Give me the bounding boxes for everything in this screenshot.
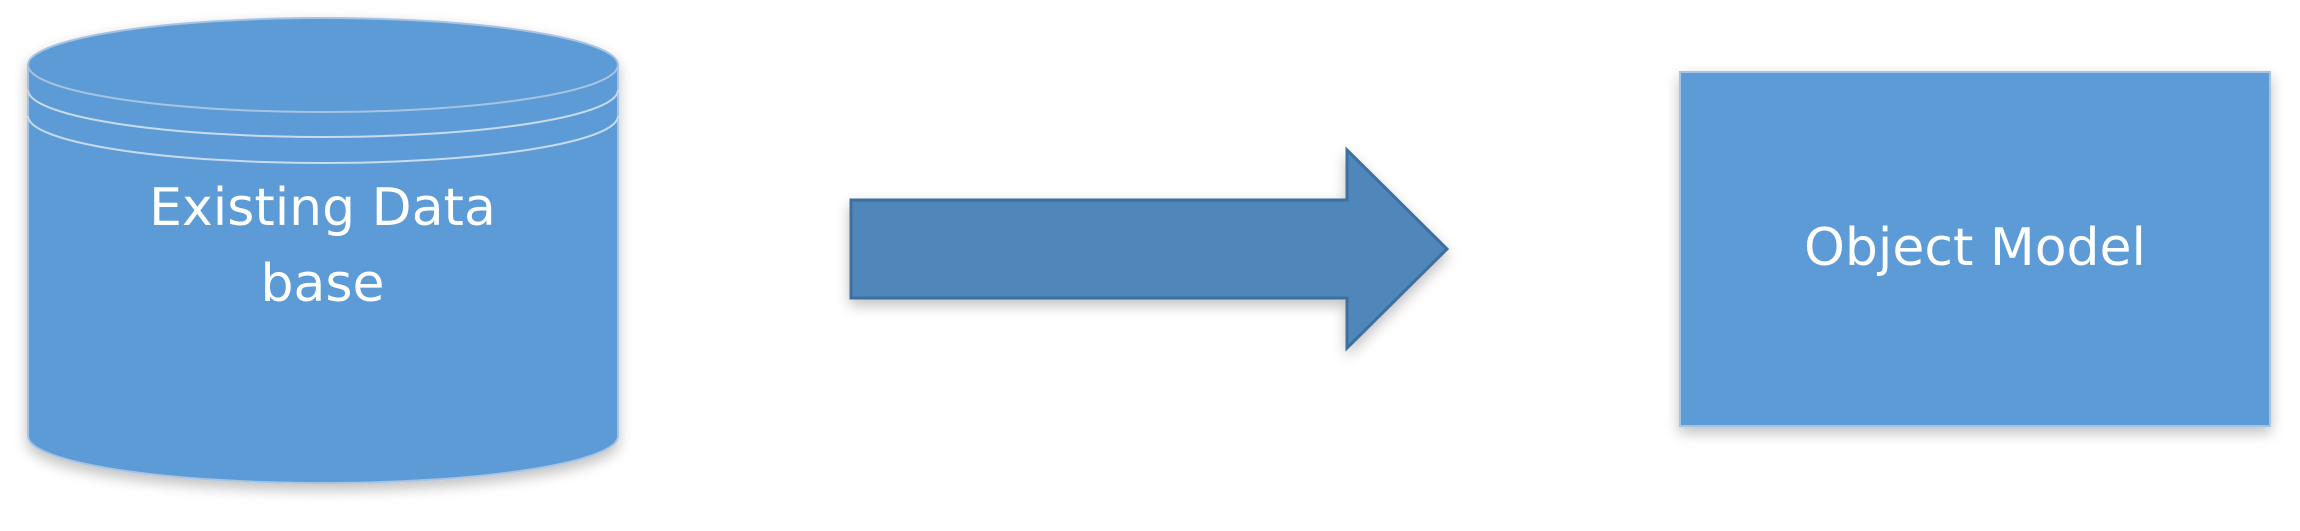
flow-arrow (849, 146, 1450, 352)
database-ring-1 (27, 89, 619, 138)
database-cylinder (27, 17, 619, 484)
database-body (27, 64, 619, 484)
right-arrow-icon (849, 146, 1450, 352)
database-ring-2 (27, 115, 619, 164)
object-model-box (1679, 71, 2271, 427)
database-top (27, 17, 619, 113)
object-model-rect (1679, 71, 2271, 427)
